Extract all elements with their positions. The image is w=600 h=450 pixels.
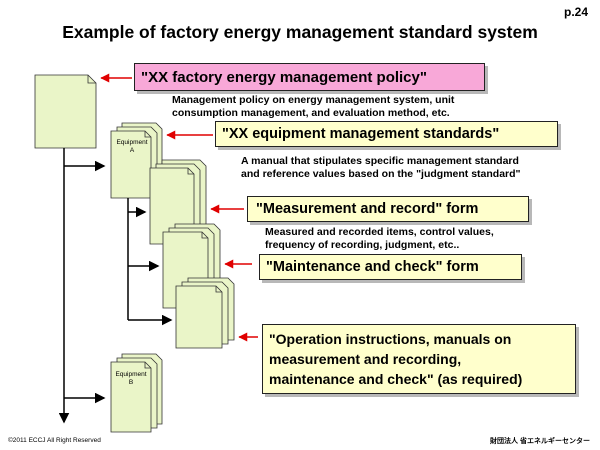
- policy-document-icon: [34, 74, 97, 149]
- equipment-standards-callout: "XX equipment management standards": [215, 121, 558, 147]
- policy-callout-text: "XX factory energy management policy": [141, 68, 427, 86]
- operation-instructions-line: maintenance and check" (as required): [269, 371, 523, 387]
- policy-description-line: consumption management, and evaluation m…: [172, 107, 450, 119]
- measurement-form-description-line: Measured and recorded items, control val…: [265, 226, 494, 238]
- equipment-standards-description-line: and reference values based on the "judgm…: [241, 168, 521, 180]
- equipment-a-label-line: Equipment: [116, 139, 148, 146]
- operation-instructions-line: "Operation instructions, manuals on: [269, 331, 512, 347]
- footer-organization: 財団法人 省エネルギーセンター: [490, 438, 590, 445]
- page-title: Example of factory energy management sta…: [62, 22, 538, 42]
- operation-instructions-line: measurement and recording,: [269, 351, 462, 367]
- equipment-b-label: Equipment B: [111, 371, 151, 387]
- maintenance-form-callout-text: "Maintenance and check" form: [266, 259, 479, 275]
- measurement-form-callout: "Measurement and record" form: [247, 196, 529, 222]
- policy-description: Management policy on energy management s…: [172, 94, 454, 120]
- equipment-a-label: Equipment A: [112, 139, 152, 155]
- red-pointer-arrows: [100, 73, 258, 342]
- measurement-form-callout-text: "Measurement and record" form: [256, 201, 479, 217]
- equipment-standards-description-line: A manual that stipulates specific manage…: [241, 155, 519, 167]
- operation-instructions-document-stack-icon: [175, 277, 235, 349]
- equipment-b-label-line: B: [128, 379, 134, 386]
- equipment-a-label-line: A: [129, 147, 135, 154]
- measurement-form-description-line: frequency of recording, judgment, etc..: [265, 239, 460, 251]
- operation-instructions-callout: "Operation instructions, manuals on meas…: [262, 324, 576, 394]
- equipment-standards-description: A manual that stipulates specific manage…: [241, 155, 521, 181]
- measurement-form-description: Measured and recorded items, control val…: [265, 226, 494, 252]
- equipment-standards-callout-text: "XX equipment management standards": [222, 126, 500, 142]
- policy-callout: "XX factory energy management policy": [134, 63, 485, 91]
- equipment-b-document-stack-icon: [110, 353, 163, 433]
- footer-copyright: ©2011 ECCJ All Right Reserved: [8, 437, 101, 444]
- connector-lines: [58, 148, 173, 424]
- page-number: p.24: [563, 5, 588, 19]
- equipment-b-label-line: Equipment: [115, 371, 147, 378]
- policy-description-line: Management policy on energy management s…: [172, 94, 455, 106]
- maintenance-form-callout: "Maintenance and check" form: [259, 254, 522, 280]
- measurement-record-document-stack-icon: [149, 159, 207, 245]
